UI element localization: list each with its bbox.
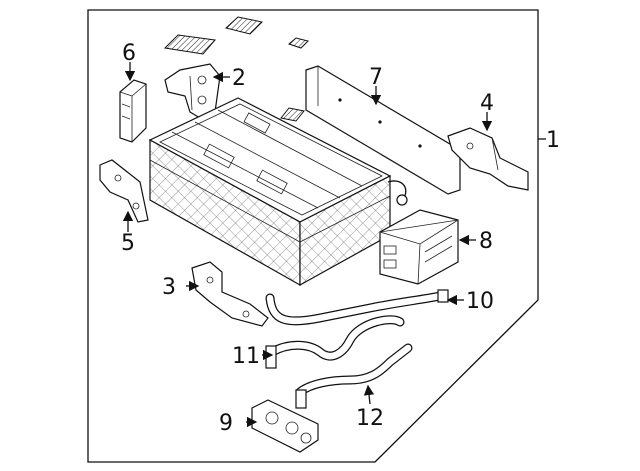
callout-9: 9 xyxy=(219,411,233,436)
part-4-bracket xyxy=(447,127,529,191)
callout-1: 1 xyxy=(546,128,560,153)
part-7-cover-plate xyxy=(305,65,461,195)
part-8-junction-box xyxy=(379,209,459,285)
callout-3: 3 xyxy=(162,275,176,300)
part-2-bracket xyxy=(164,63,221,119)
callout-11: 11 xyxy=(232,344,260,369)
part-6-module xyxy=(119,79,147,143)
part-11-hose xyxy=(265,315,405,369)
part-12-hose xyxy=(295,343,413,409)
part-3-bracket xyxy=(191,261,269,327)
part-5-bracket xyxy=(99,159,149,223)
assembly-frame xyxy=(87,9,539,463)
part-10-hose xyxy=(265,289,449,326)
callout-10: 10 xyxy=(466,289,494,314)
callout-2: 2 xyxy=(232,66,246,91)
callout-8: 8 xyxy=(479,229,493,254)
callout-6: 6 xyxy=(122,41,136,66)
callout-labels: 1 2 3 4 5 6 7 8 9 10 11 12 xyxy=(121,41,560,436)
callout-5: 5 xyxy=(121,231,135,256)
callout-7: 7 xyxy=(369,65,383,90)
callout-4: 4 xyxy=(480,91,494,116)
callout-12: 12 xyxy=(356,406,384,431)
leader-lines xyxy=(122,62,546,428)
part-9-tray xyxy=(251,399,319,453)
top-pads xyxy=(163,16,309,122)
